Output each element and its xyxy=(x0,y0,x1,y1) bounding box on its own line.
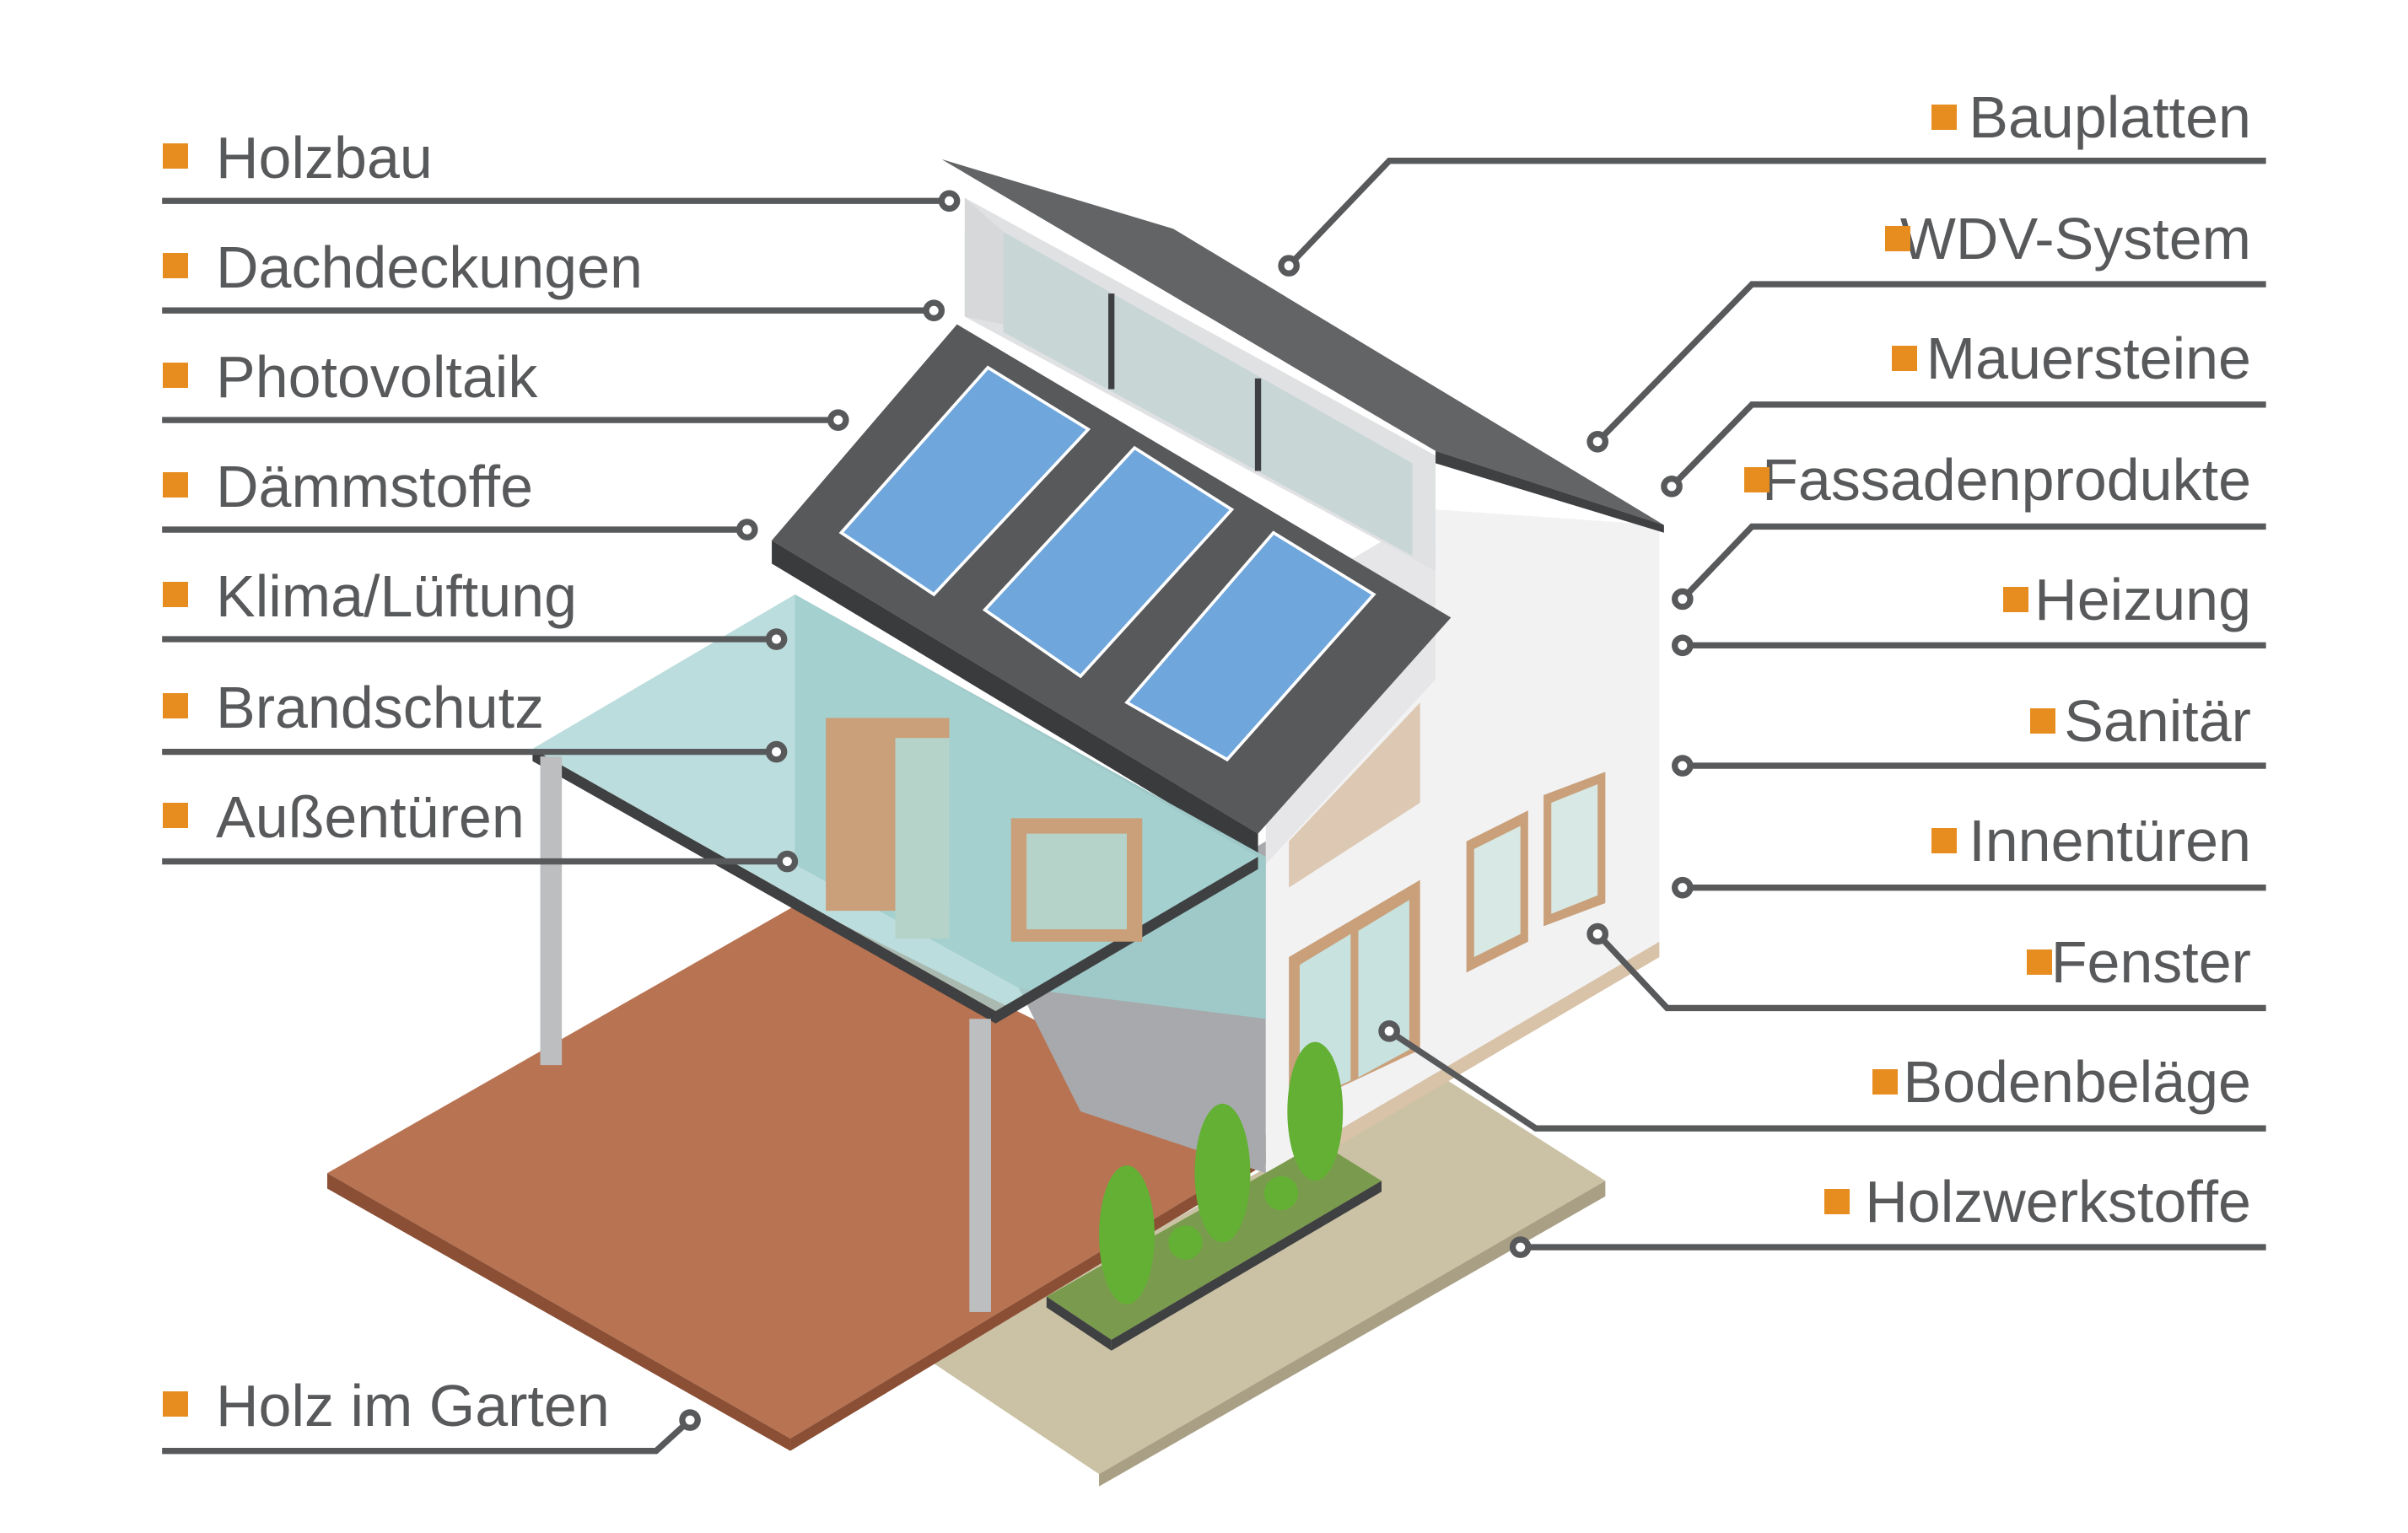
bullet-square-icon xyxy=(163,253,188,278)
terrace-floor xyxy=(326,902,1282,1439)
label-holzbau: Holzbau xyxy=(216,125,433,191)
label-bodenbelaege: Bodenbeläge xyxy=(1903,1049,2251,1115)
bullet-square-icon xyxy=(1931,105,1957,130)
tree-1 xyxy=(1099,1165,1155,1304)
label-holzwerkstoffe: Holzwerkstoffe xyxy=(1865,1169,2251,1234)
label-klima-lueftung: Klima/Lüftung xyxy=(216,563,578,629)
solar-panel-2 xyxy=(982,445,1235,679)
label-aussentueren: Außentüren xyxy=(216,784,525,850)
label-brandschutz: Brandschutz xyxy=(216,675,545,740)
veranda-post-right xyxy=(969,1019,991,1312)
bullet-square-icon xyxy=(163,472,188,498)
garden-path xyxy=(926,1073,1606,1475)
bullet-square-icon xyxy=(163,803,188,828)
bullet-square-icon xyxy=(1824,1189,1850,1214)
label-photovoltaik: Photovoltaik xyxy=(216,344,538,410)
label-fenster: Fenster xyxy=(2050,929,2251,995)
bullet-square-icon xyxy=(163,693,188,718)
solar-panel-3 xyxy=(1124,530,1376,762)
bullet-square-icon xyxy=(2030,708,2055,734)
label-mauersteine: Mauersteine xyxy=(1926,325,2251,391)
bullet-square-icon xyxy=(163,582,188,607)
bullet-square-icon xyxy=(1931,828,1957,853)
label-dachdeckungen: Dachdeckungen xyxy=(216,234,643,300)
bullet-square-icon xyxy=(1892,346,1917,371)
right-leaders xyxy=(1278,158,2266,1258)
bullet-square-icon xyxy=(2027,949,2052,975)
veranda-post-left xyxy=(540,756,563,1066)
label-daemmstoffe: Dämmstoffe xyxy=(216,454,534,519)
left-leaders xyxy=(162,190,961,1455)
shrub-2 xyxy=(1263,1175,1299,1211)
bullet-square-icon xyxy=(2003,587,2028,612)
label-heizung: Heizung xyxy=(2034,567,2251,632)
label-bauplatten: Bauplatten xyxy=(1969,84,2251,150)
label-wdv-system: WDV-System xyxy=(1899,206,2251,272)
label-sanitaer: Sanitär xyxy=(2064,688,2251,754)
shrub-1 xyxy=(1168,1225,1203,1260)
label-holz-im-garten: Holz im Garten xyxy=(216,1373,610,1439)
tree-2 xyxy=(1194,1103,1251,1243)
bullet-square-icon xyxy=(163,363,188,388)
bullet-square-icon xyxy=(1744,467,1770,492)
bullet-square-icon xyxy=(1872,1069,1898,1095)
main-roof xyxy=(941,159,1664,525)
solar-panel-1 xyxy=(838,365,1091,597)
label-fassadenprodukte: Fassadenprodukte xyxy=(1762,447,2251,513)
label-innentueren: Innentüren xyxy=(1969,808,2251,874)
tree-3 xyxy=(1287,1041,1344,1181)
bullet-square-icon xyxy=(163,1391,188,1417)
bullet-square-icon xyxy=(1885,226,1910,251)
bullet-square-icon xyxy=(163,143,188,169)
